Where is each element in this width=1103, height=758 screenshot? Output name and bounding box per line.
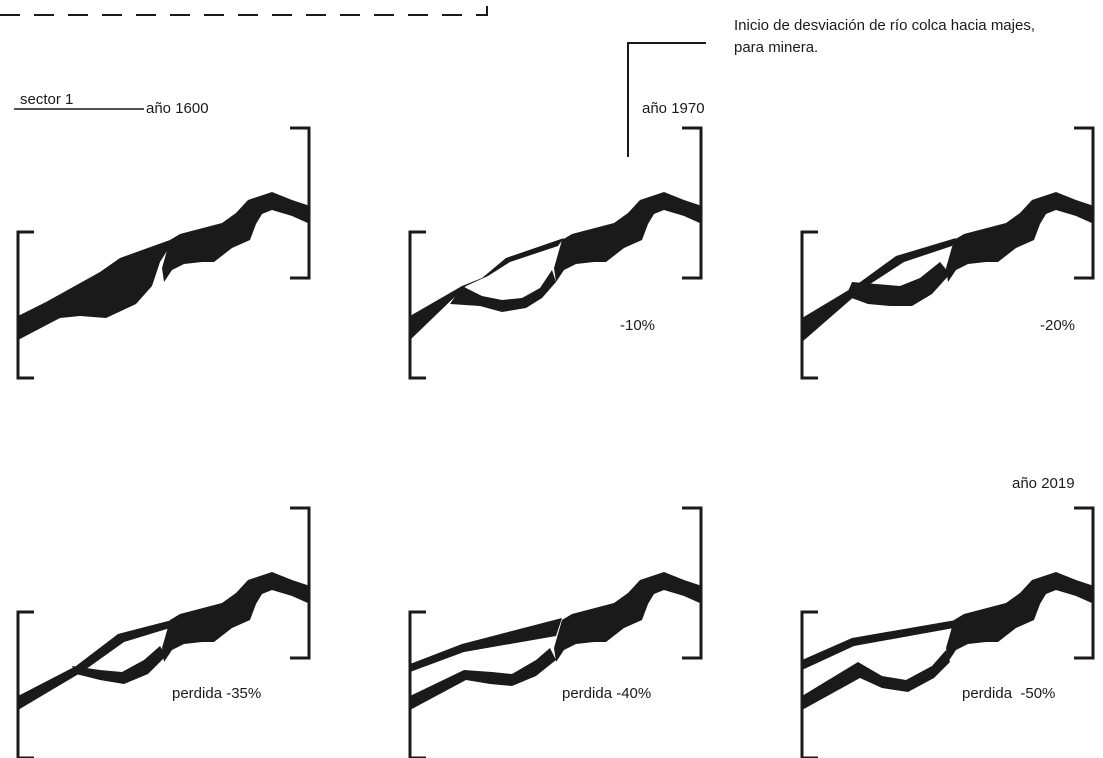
river-channel (18, 620, 172, 710)
sector-label: sector 1 (20, 91, 73, 108)
panel-2-year: año 1970 (642, 100, 705, 117)
panel-2 (408, 126, 703, 380)
annotation-leader (627, 42, 706, 157)
panel-4 (16, 506, 311, 758)
river-channel (802, 238, 956, 342)
panel-1-year: año 1600 (146, 100, 209, 117)
annotation-line-1: Inicio de desviación de río colca hacia … (734, 17, 1035, 34)
river-channel (18, 234, 182, 340)
river-channel (410, 618, 562, 672)
panel-1 (16, 126, 311, 380)
river-channel (802, 620, 956, 670)
panel-6-year: año 2019 (1012, 475, 1075, 492)
river-channel (410, 238, 564, 340)
panel-3-change: -20% (1040, 317, 1075, 334)
panel-6-change: perdida -50% (962, 685, 1055, 702)
panel-5 (408, 506, 703, 758)
panel-4-change: perdida -35% (172, 685, 261, 702)
panel-5-change: perdida -40% (562, 685, 651, 702)
dashed-boundary (0, 0, 488, 16)
panel-6 (800, 506, 1095, 758)
panel-2-change: -10% (620, 317, 655, 334)
annotation-line-2: para minera. (734, 39, 818, 56)
panel-3 (800, 126, 1095, 380)
